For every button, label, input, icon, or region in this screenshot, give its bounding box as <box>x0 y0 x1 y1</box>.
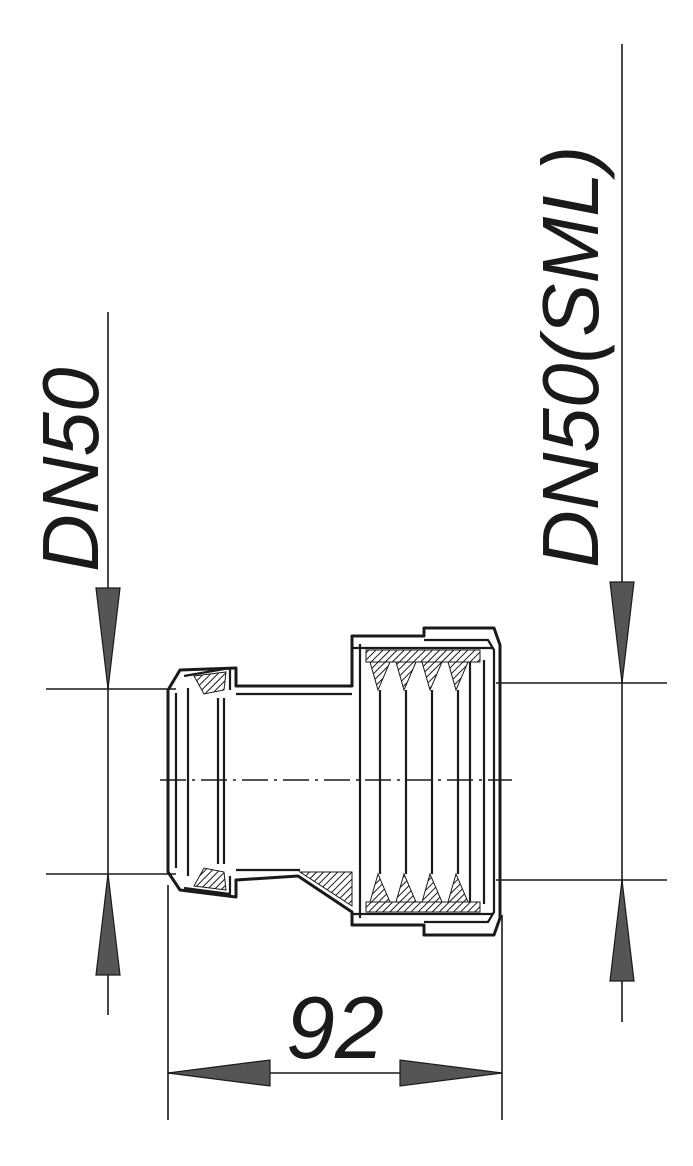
arrow-length-right <box>399 1059 503 1087</box>
length-dimension-label: 92 <box>286 978 384 1077</box>
seal-ring-bottom <box>193 867 227 891</box>
arrow-right-bottom <box>609 879 635 982</box>
arrow-left-top <box>95 587 121 690</box>
arrow-left-bottom <box>95 873 121 976</box>
pipe-adapter <box>166 626 502 937</box>
sleeve-top <box>365 649 481 663</box>
arrow-length-left <box>167 1059 271 1087</box>
arrow-right-top <box>609 581 635 684</box>
right-dimension-label: DN50(SML) <box>526 146 615 568</box>
seal-ring-top <box>193 671 227 695</box>
left-dimension-label: DN50 <box>26 367 115 572</box>
dimension-arrows <box>95 581 635 1087</box>
sleeve-bottom <box>365 901 481 913</box>
